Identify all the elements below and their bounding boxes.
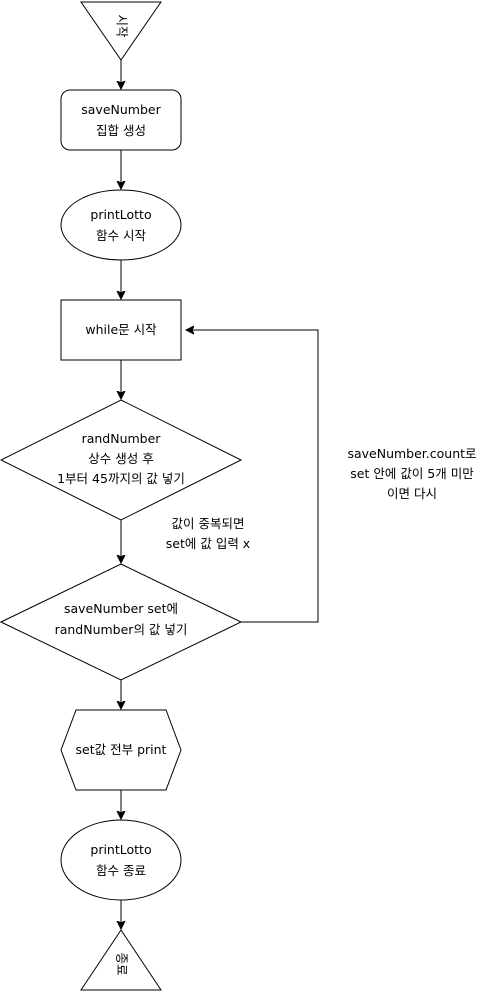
create-set-shape [60,89,182,151]
print-lotto-end-label-line2: 함수 종료 [96,863,146,878]
print-lotto-start-label-line2: 함수 시작 [96,228,146,243]
node-start: 시작 [80,1,162,61]
rand-number-label-line3: 1부터 45까지의 값 넣기 [57,471,185,486]
print-lotto-end-shape [60,819,182,901]
end-label: 종료 [115,952,130,975]
create-set-label-line2: 집합 생성 [96,123,146,138]
node-create-set: saveNumber 집합 생성 [60,89,182,151]
add-to-set-label-line2: randNumber의 값 넣기 [55,622,188,637]
duplicate-note-line1: 값이 중복되면 [172,516,245,531]
node-rand-number: randNumber 상수 생성 후 1부터 45까지의 값 넣기 [0,399,243,521]
rand-number-label-line1: randNumber [82,431,162,446]
node-print-set: set값 전부 print [60,709,182,791]
loop-note-line2: set 안에 값이 5개 미만 [350,466,474,481]
print-set-shape [60,709,182,791]
duplicate-note: 값이 중복되면 set에 값 입력 x [166,516,250,551]
duplicate-note-line2: set에 값 입력 x [166,536,250,551]
end-shape [80,929,162,991]
add-to-set-label-line1: saveNumber set에 [64,601,178,616]
node-add-to-set: saveNumber set에 randNumber의 값 넣기 [0,563,243,681]
node-print-lotto-end: printLotto 함수 종료 [60,819,182,901]
node-while-start: while문 시작 [60,299,182,361]
print-lotto-start-label-line1: printLotto [90,207,151,222]
print-lotto-end-label-line1: printLotto [90,842,151,857]
loop-note-line3: 이면 다시 [387,486,437,501]
loop-note: saveNumber.count로 set 안에 값이 5개 미만 이면 다시 [347,446,476,501]
loop-note-line1: saveNumber.count로 [347,446,476,461]
print-set-label: set값 전부 print [76,742,167,757]
start-shape [80,1,162,61]
while-start-shape [60,299,182,361]
add-to-set-shape [0,563,243,681]
while-start-label: while문 시작 [85,322,157,337]
node-print-lotto-start: printLotto 함수 시작 [60,189,182,261]
edge-loop-back-to-while [186,330,319,623]
rand-number-shape [0,399,243,521]
print-lotto-start-shape [60,189,182,261]
start-label: 시작 [115,14,130,38]
create-set-label-line1: saveNumber [81,102,161,117]
edges [121,60,319,929]
rand-number-label-line2: 상수 생성 후 [88,451,153,466]
node-end: 종료 [80,929,162,991]
